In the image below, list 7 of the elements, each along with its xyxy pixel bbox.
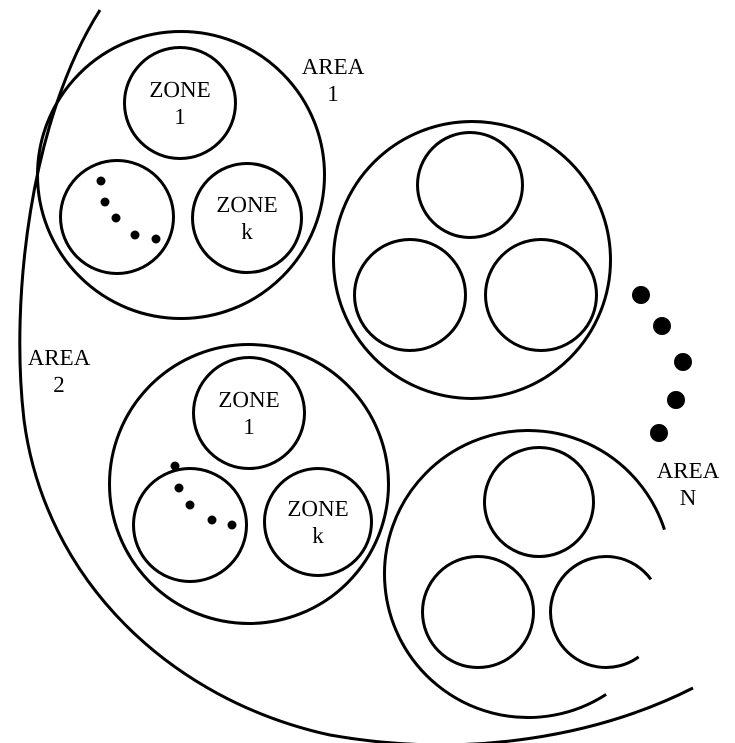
area-label: AREA 2 bbox=[26, 344, 92, 398]
area-label: AREA N bbox=[656, 457, 720, 511]
zone-label: ZONE k bbox=[215, 191, 279, 245]
zone-label: ZONE k bbox=[286, 495, 350, 549]
zone-label: ZONE 1 bbox=[217, 386, 281, 440]
zone-label: ZONE 1 bbox=[148, 76, 212, 130]
area-label: AREA 1 bbox=[300, 53, 366, 107]
